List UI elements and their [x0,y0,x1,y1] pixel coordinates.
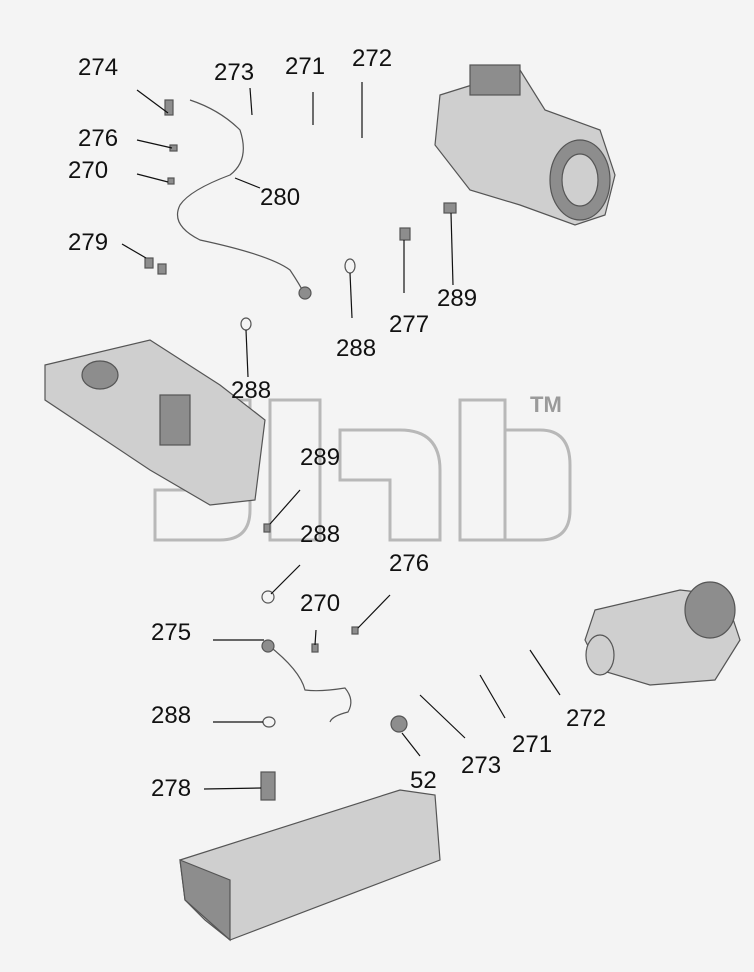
callout-52: 52 [410,767,437,794]
callout-270-lower: 270 [300,590,340,617]
callout-273-upper: 273 [214,59,254,86]
callout-271-upper: 271 [285,53,325,80]
callout-272-upper: 272 [352,45,392,72]
callout-273-lower: 273 [461,752,501,779]
leader-lines [121,82,561,790]
callout-288-lower: 288 [300,521,340,548]
callout-276-upper: 276 [78,125,118,152]
valve-cover [179,789,441,942]
turbocharger-lower [584,581,741,686]
exhaust-manifold [44,339,266,506]
callout-288-bottom: 288 [151,702,191,729]
sensor-harness-lower [260,523,408,801]
watermark-tm-mark: TM [530,392,562,417]
callout-277: 277 [389,311,429,338]
callout-289-upper: 289 [437,285,477,312]
turbocharger-upper [434,64,616,226]
callout-274: 274 [78,54,118,81]
callout-280: 280 [260,184,300,211]
callout-276-lower: 276 [389,550,429,577]
callout-278: 278 [151,775,191,802]
sensor-harness-upper [144,99,457,331]
callout-labels: 274 276 270 279 273 271 272 280 288 277 … [68,45,606,802]
watermark-logo: TM [153,392,572,542]
callout-289-middle: 289 [300,444,340,471]
callout-270-upper: 270 [68,157,108,184]
callout-288-upper: 288 [336,335,376,362]
callout-288-middle: 288 [231,377,271,404]
callout-279: 279 [68,229,108,256]
callout-272-lower: 272 [566,705,606,732]
callout-271-lower: 271 [512,731,552,758]
callout-275: 275 [151,619,191,646]
